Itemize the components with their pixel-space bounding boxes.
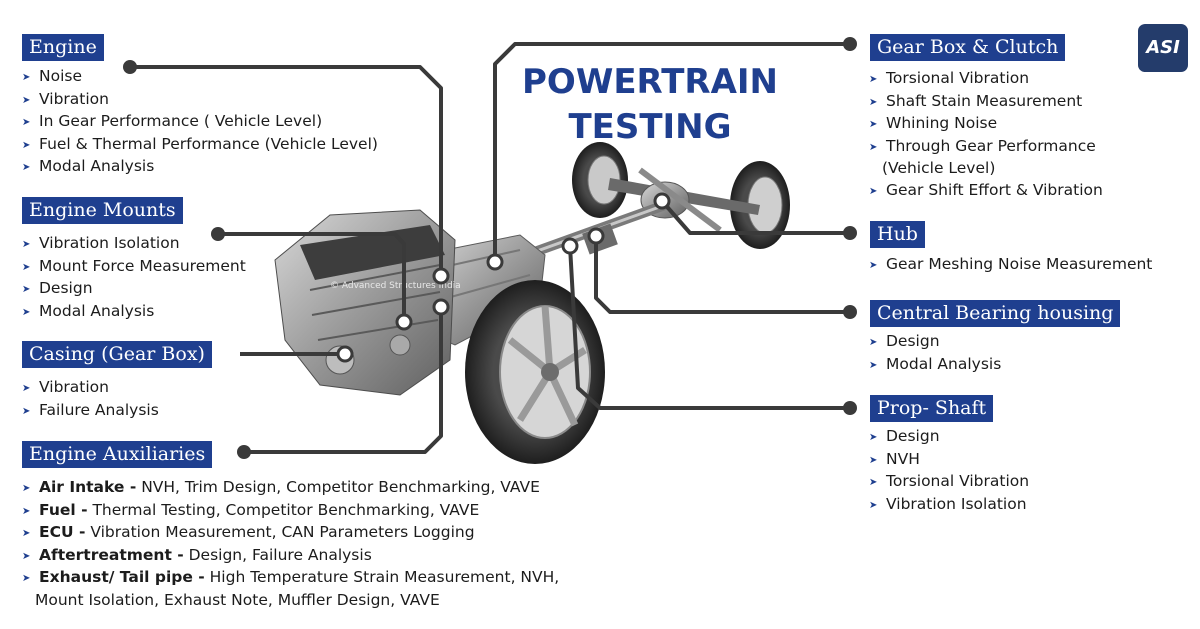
list-item: ➤Aftertreatment - Design, Failure Analys… [22, 545, 559, 568]
central-bearing-connector [594, 236, 850, 314]
arrow-bullet-icon: ➤ [22, 284, 31, 296]
gearbox-clutch-list: ➤Torsional Vibration ➤Shaft Stain Measur… [869, 68, 1103, 203]
arrow-bullet-icon: ➤ [22, 139, 31, 151]
list-item: ➤Shaft Stain Measurement [869, 91, 1103, 114]
prop-shaft-heading: Prop- Shaft [870, 395, 994, 422]
engine-connector [130, 65, 443, 276]
list-item: ➤Design [869, 331, 1001, 354]
list-item: ➤Vibration Isolation [22, 233, 246, 256]
list-item: ➤Noise [22, 66, 378, 89]
arrow-bullet-icon: ➤ [22, 505, 31, 517]
rear-left-wheel [572, 142, 628, 218]
arrow-bullet-icon: ➤ [22, 528, 31, 540]
arrow-bullet-icon: ➤ [869, 185, 878, 197]
connector-lines [130, 42, 850, 454]
engine-heading: Engine [22, 34, 104, 61]
list-item: ➤Vibration Isolation [869, 494, 1029, 517]
hub-list: ➤Gear Meshing Noise Measurement [869, 254, 1152, 277]
arrow-bullet-icon: ➤ [22, 383, 31, 394]
list-item: ➤Modal Analysis [22, 156, 378, 179]
arrow-bullet-icon: ➤ [22, 162, 31, 174]
list-item: ➤Whining Noise [869, 113, 1103, 136]
arrow-bullet-icon: ➤ [22, 261, 31, 273]
list-item: ➤Vibration [22, 89, 378, 112]
arrow-bullet-icon: ➤ [22, 483, 31, 494]
list-item: ➤Exhaust/ Tail pipe - High Temperature S… [22, 567, 559, 590]
gearbox-clutch-heading: Gear Box & Clutch [870, 34, 1066, 61]
central-bearing-heading: Central Bearing housing [870, 300, 1121, 327]
arrow-bullet-icon: ➤ [869, 96, 878, 108]
page-title: POWERTRAIN TESTING [520, 60, 780, 150]
list-item: ➤Modal Analysis [22, 301, 246, 324]
arrow-bullet-icon: ➤ [22, 117, 31, 129]
prop-shaft-connector [568, 245, 850, 410]
list-item: ➤Gear Meshing Noise Measurement [869, 254, 1152, 277]
arrow-bullet-icon: ➤ [22, 72, 31, 83]
gearbox-connector [493, 42, 850, 262]
prop-shaft-list: ➤Design ➤NVH ➤Torsional Vibration ➤Vibra… [869, 426, 1029, 516]
arrow-bullet-icon: ➤ [869, 141, 878, 153]
arrow-bullet-icon: ➤ [869, 359, 878, 371]
list-item: ➤Failure Analysis [22, 400, 159, 423]
list-item: ➤Mount Force Measurement [22, 256, 246, 279]
watermark-text: © Advanced Structures India [330, 281, 461, 291]
arrow-bullet-icon: ➤ [869, 119, 878, 131]
arrow-bullet-icon: ➤ [869, 454, 878, 466]
arrow-bullet-icon: ➤ [869, 432, 878, 443]
connector-dots [123, 37, 857, 459]
central-bearing-list: ➤Design ➤Modal Analysis [869, 331, 1001, 376]
engine-mounts-list: ➤Vibration Isolation ➤Mount Force Measur… [22, 233, 246, 323]
list-item: ➤Design [22, 278, 246, 301]
casing-heading: Casing (Gear Box) [22, 341, 212, 368]
engine-auxiliaries-connector [244, 307, 443, 454]
engine-list: ➤Noise ➤Vibration ➤In Gear Performance (… [22, 66, 378, 179]
list-item: ➤Fuel & Thermal Performance (Vehicle Lev… [22, 134, 378, 157]
arrow-bullet-icon: ➤ [869, 477, 878, 489]
arrow-bullet-icon: ➤ [22, 239, 31, 250]
title-line-1: POWERTRAIN [522, 62, 778, 102]
hub-connector [660, 199, 850, 235]
hub-heading: Hub [870, 221, 925, 248]
list-item: ➤Air Intake - NVH, Trim Design, Competit… [22, 477, 559, 500]
arrow-bullet-icon: ➤ [869, 337, 878, 348]
arrow-bullet-icon: ➤ [22, 550, 31, 562]
list-item: ➤Fuel - Thermal Testing, Competitor Benc… [22, 500, 559, 523]
arrow-bullet-icon: ➤ [22, 306, 31, 318]
arrow-bullet-icon: ➤ [869, 74, 878, 85]
list-item: ➤Design [869, 426, 1029, 449]
front-wheel [465, 280, 605, 464]
engine-auxiliaries-list: ➤Air Intake - NVH, Trim Design, Competit… [22, 477, 559, 612]
engine-block [274, 209, 456, 396]
arrow-bullet-icon: ➤ [22, 94, 31, 106]
list-item: ➤Torsional Vibration [869, 471, 1029, 494]
arrow-bullet-icon: ➤ [22, 405, 31, 417]
arrow-bullet-icon: ➤ [869, 260, 878, 271]
title-line-2: TESTING [568, 107, 732, 147]
list-item: ➤Through Gear Performance [869, 136, 1103, 159]
list-item: ➤NVH [869, 449, 1029, 472]
probe-points [336, 192, 671, 363]
list-item: ➤In Gear Performance ( Vehicle Level) [22, 111, 378, 134]
casing-list: ➤Vibration ➤Failure Analysis [22, 377, 159, 422]
list-item-continuation: (Vehicle Level) [882, 159, 996, 178]
list-item: ➤ECU - Vibration Measurement, CAN Parame… [22, 522, 559, 545]
engine-mounts-heading: Engine Mounts [22, 197, 183, 224]
list-item-continuation: Mount Isolation, Exhaust Note, Muffler D… [35, 590, 440, 609]
list-item: ➤Vibration [22, 377, 159, 400]
list-item: ➤Torsional Vibration [869, 68, 1103, 91]
engine-mounts-connector [218, 232, 406, 322]
engine-auxiliaries-heading: Engine Auxiliaries [22, 441, 213, 468]
list-item: ➤Modal Analysis [869, 354, 1001, 377]
list-item: ➤Gear Shift Effort & Vibration [869, 180, 1103, 203]
arrow-bullet-icon: ➤ [869, 499, 878, 511]
arrow-bullet-icon: ➤ [22, 573, 31, 585]
asi-logo: ASI [1138, 24, 1188, 72]
